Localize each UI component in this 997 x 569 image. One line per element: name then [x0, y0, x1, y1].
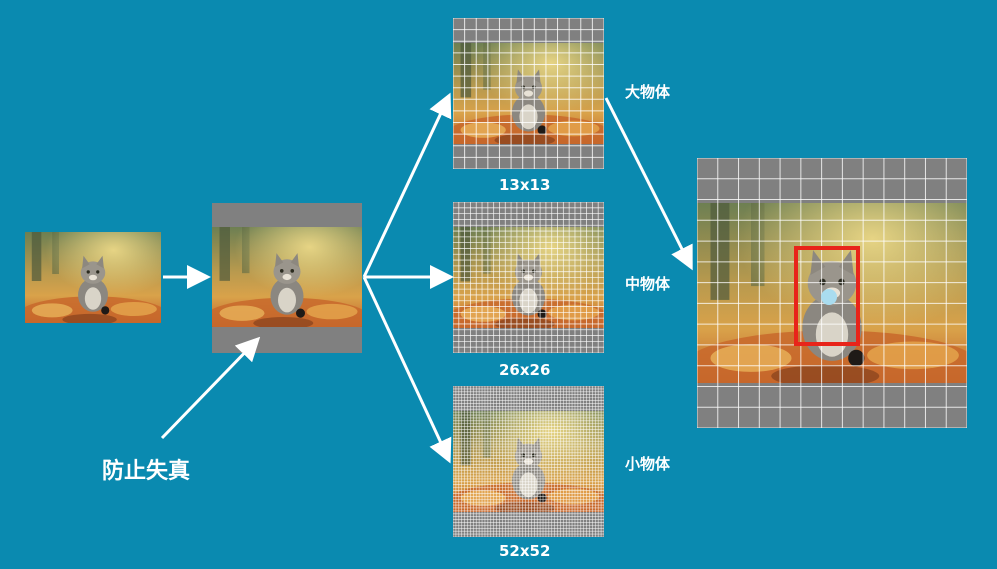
input-image	[25, 232, 161, 323]
grid-52x52-label: 52x52	[499, 542, 551, 560]
grid-26x26-label: 26x26	[499, 361, 551, 379]
arrow-to-result	[604, 97, 693, 271]
large-object-label: 大物体	[625, 83, 671, 101]
center-point	[821, 289, 837, 305]
arrow-to-52	[362, 276, 452, 464]
grid-13x13-image	[453, 18, 604, 169]
detection-result-image	[697, 158, 967, 428]
arrow-to-13	[362, 92, 452, 278]
grid-26x26-image	[453, 202, 604, 353]
arrow-from-label	[160, 336, 261, 440]
letterboxed-image	[212, 203, 362, 353]
grid-52x52-image	[453, 386, 604, 537]
medium-object-label: 中物体	[625, 275, 671, 293]
grid-13x13-label: 13x13	[499, 176, 551, 194]
small-object-label: 小物体	[625, 455, 671, 473]
bounding-box	[794, 246, 860, 346]
prevent-distortion-label: 防止失真	[102, 459, 191, 484]
